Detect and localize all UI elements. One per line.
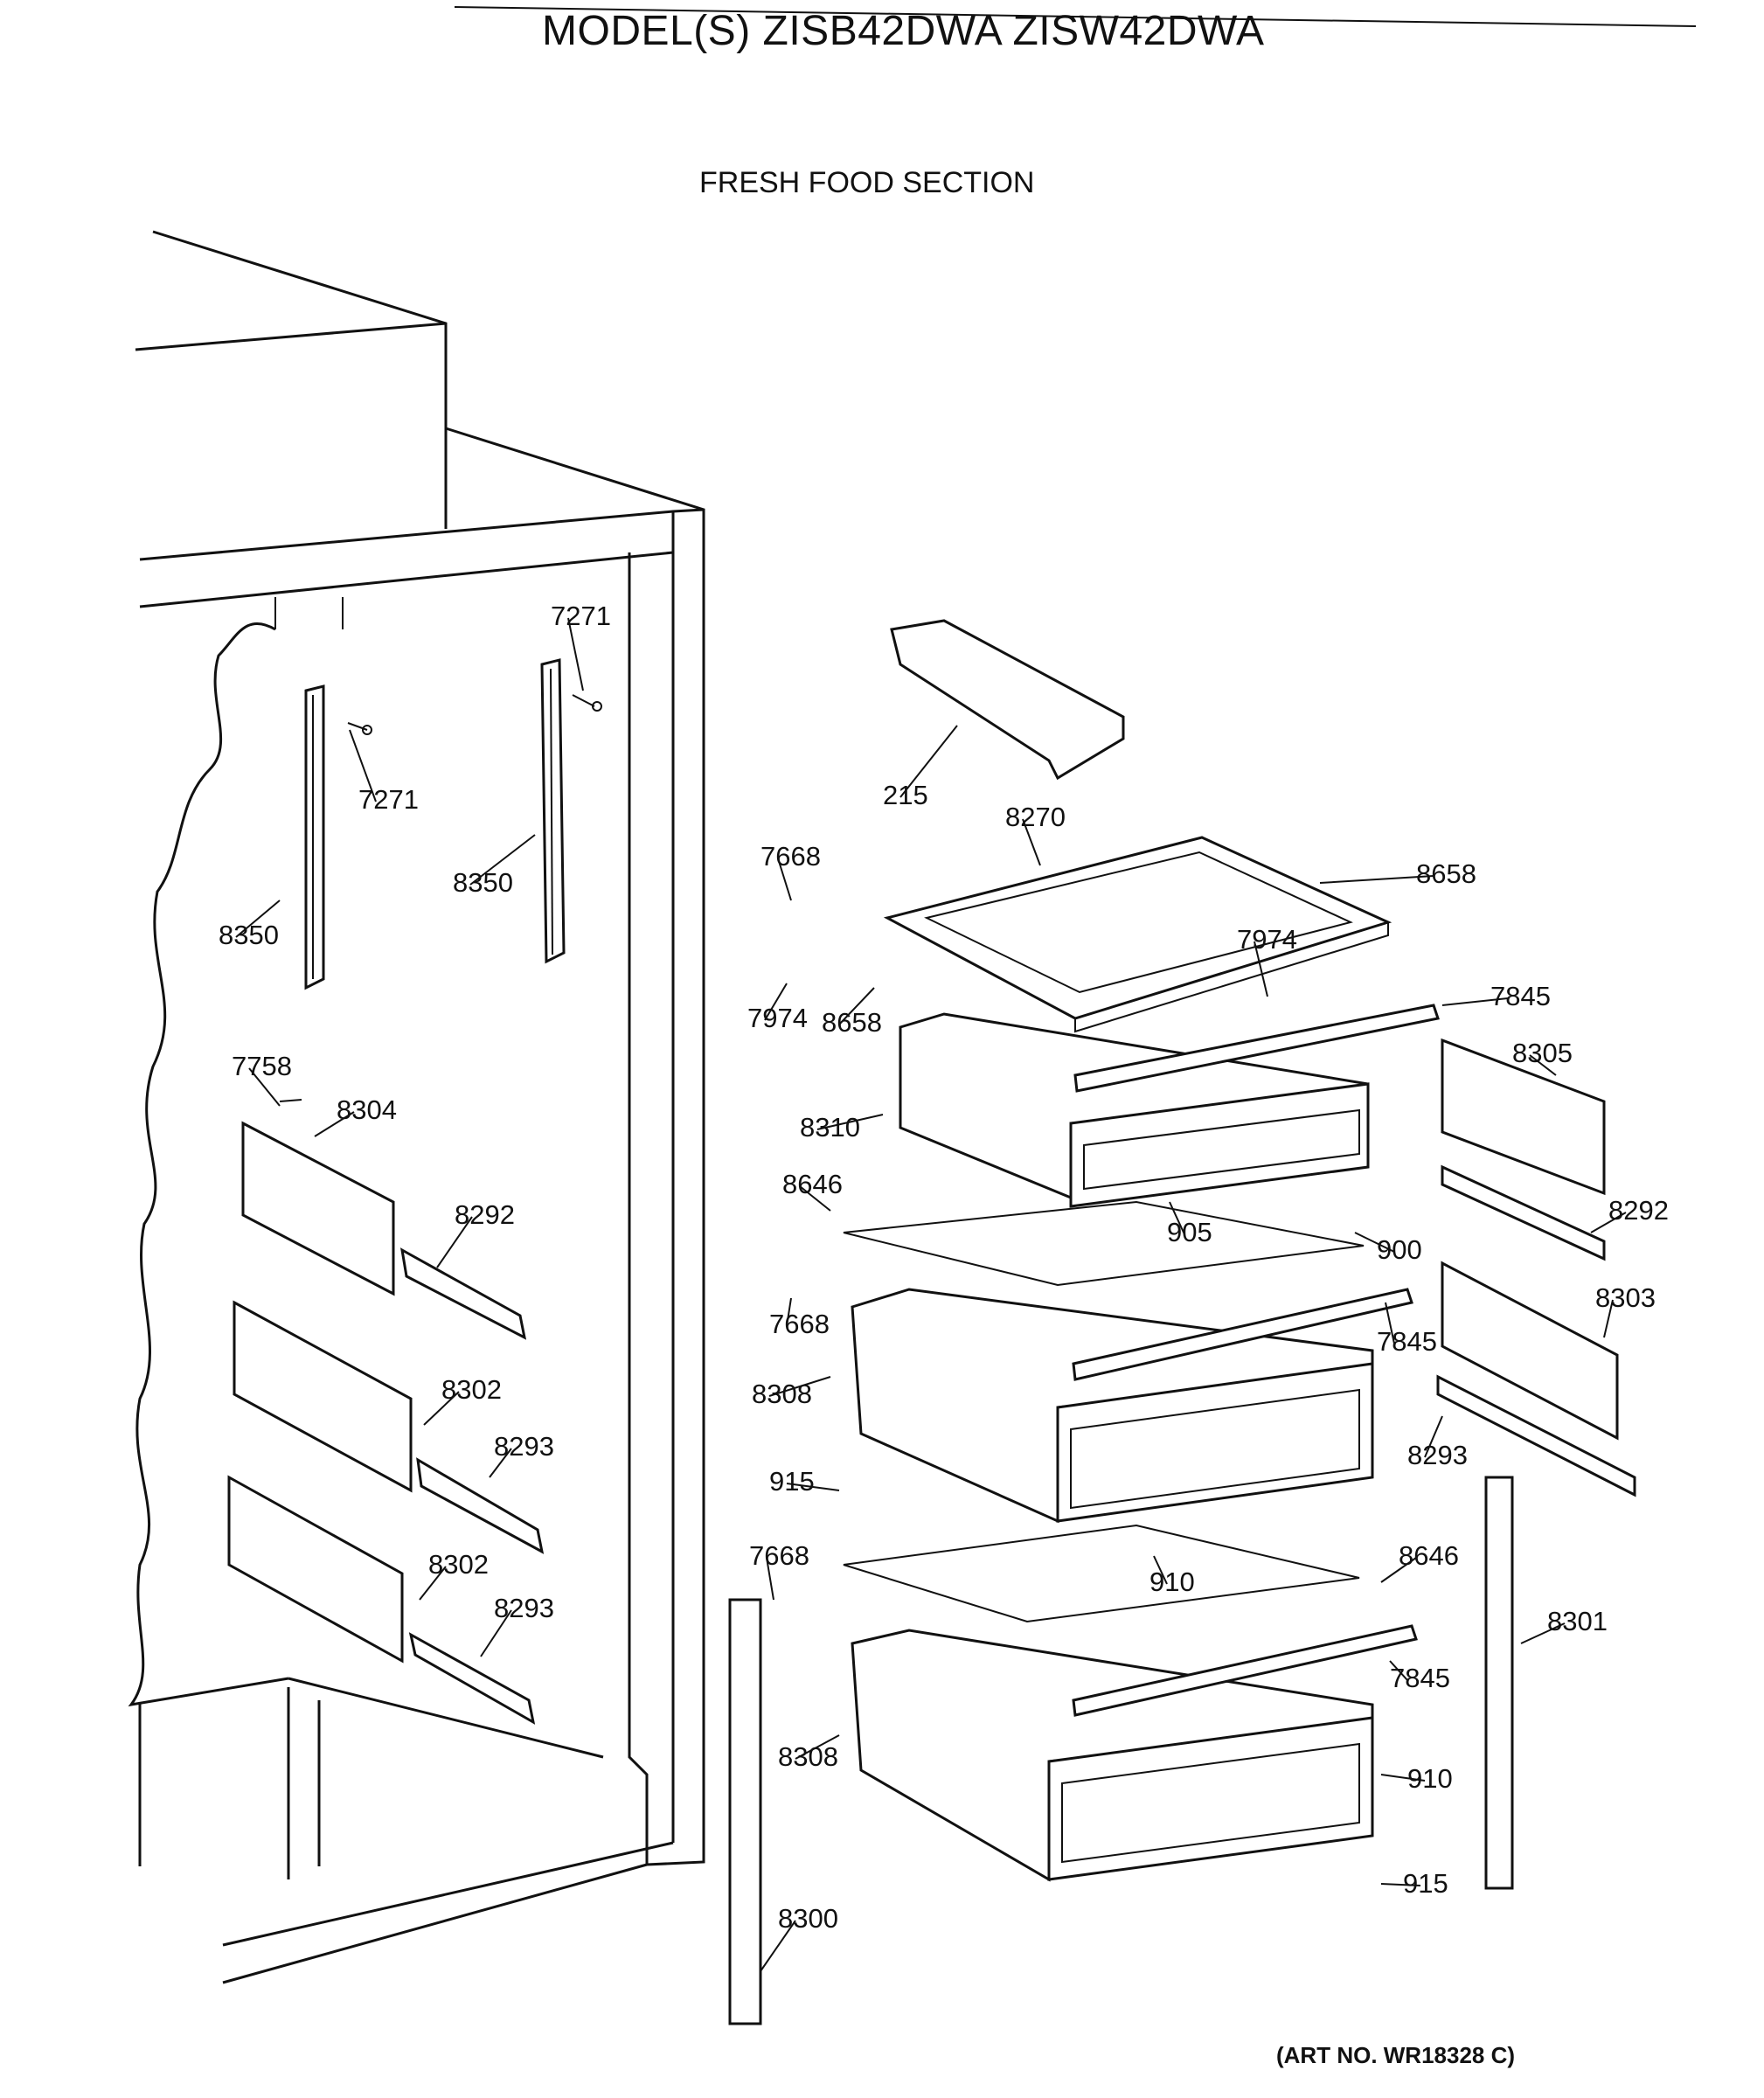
part-number-label: 8292 [1608,1195,1669,1226]
part-number-label: 8305 [1512,1038,1573,1068]
leader-line [1380,1557,1417,1583]
leader-line [436,1216,473,1268]
part-number-label: 8292 [455,1199,515,1230]
part-number-label: 7271 [551,601,611,631]
leader-line [766,1557,774,1601]
leader-line [838,987,875,1025]
part-number-label: 7845 [1490,981,1551,1011]
part-number-label: 7271 [358,784,419,815]
header-rule [454,6,1697,27]
leader-line [419,1566,447,1601]
leader-line [1169,1201,1185,1235]
dairy-bin [890,619,1125,781]
leader-line [469,834,536,886]
leader-line [799,1185,831,1212]
leader-line [760,1920,796,1972]
part-number-label: 900 [1377,1234,1422,1265]
part-number-label: 8301 [1547,1606,1608,1636]
part-number-label: 8308 [778,1741,838,1772]
part-number-label: 8658 [1416,858,1476,889]
part-number-label: 7758 [232,1051,292,1081]
upper-drawer [899,1012,1370,1208]
leader-line [777,858,792,901]
leader-line [1603,1299,1614,1338]
leader-line [816,1114,884,1130]
part-number-label: 8304 [337,1094,397,1125]
leader-line [1022,818,1041,866]
part-number-label: 8303 [1595,1282,1656,1313]
part-number-label: 7668 [749,1540,809,1571]
leader-line [489,1448,512,1478]
leader-line [1389,1660,1408,1681]
part-number-label: 8310 [800,1112,860,1143]
part-number-label: 7668 [760,841,821,872]
part-number-label: 7668 [769,1309,830,1339]
leader-line [1380,1883,1421,1886]
part-number-label: 8350 [453,867,513,898]
part-number-label: 915 [769,1466,815,1497]
part-number-label: 8293 [494,1431,554,1462]
leader-line [1354,1232,1395,1253]
part-number-label: 215 [883,780,928,810]
part-number-label: 905 [1167,1217,1212,1247]
part-number-label: 8293 [494,1593,554,1623]
part-number-label: 8302 [428,1549,489,1580]
leader-line [235,900,281,938]
leader-line [349,729,377,802]
leader-line [423,1391,460,1426]
leader-line [764,983,788,1021]
part-number-label: 915 [1403,1868,1448,1899]
part-number-label: 8646 [782,1169,843,1199]
part-number-label: 7974 [747,1003,808,1033]
part-number-label: 7974 [1237,924,1297,955]
leader-line [1254,941,1268,997]
drawer-covers [843,1200,1365,1623]
leader-line [248,1067,281,1107]
leader-line [1319,875,1434,884]
leader-line [795,1734,840,1760]
leader-line [1424,1415,1443,1458]
leader-line [314,1111,355,1137]
leader-line [786,1297,792,1327]
part-number-label: 910 [1407,1763,1453,1794]
cabinet-wall [128,230,705,1984]
part-number-label: 910 [1149,1567,1195,1597]
part-number-label: 8270 [1005,802,1066,832]
leader-line [1520,1622,1566,1644]
art-number: (ART NO. WR18328 C) [1276,2042,1516,2068]
part-number-label: 8300 [778,1903,838,1934]
leader-line [899,725,958,798]
leader-line [1529,1054,1557,1076]
part-number-label: 8646 [1399,1540,1459,1571]
glass-shelf [883,836,1392,1033]
section-title: FRESH FOOD SECTION [699,166,1035,199]
leader-line [1380,1774,1426,1782]
left-mounting-panels [227,1121,545,1725]
front-trims [1072,1004,1440,1717]
right-supports [728,1038,1636,2025]
lower-drawer [851,1629,1374,1882]
part-number-label: 8350 [219,920,279,950]
part-number-label: 7845 [1377,1326,1437,1357]
leader-line [1153,1555,1168,1585]
leader-line [567,617,584,691]
leader-line [786,1483,840,1491]
part-number-label: 8308 [752,1379,812,1409]
left-rails [279,658,602,1102]
part-number-label: 7845 [1390,1663,1450,1693]
middle-drawer [851,1288,1374,1524]
leader-line [768,1376,831,1397]
leader-line [1385,1302,1395,1344]
part-number-label: 8658 [822,1007,882,1038]
model-title: MODEL(S) ZISB42DWA ZISW42DWA [542,8,1265,54]
leader-line [1441,997,1509,1006]
part-labels: 7271727183508350775883048292830282938302… [219,601,1669,1972]
part-number-label: 8293 [1407,1440,1468,1470]
leader-line [1590,1212,1627,1233]
leader-line [480,1609,512,1657]
part-number-label: 8302 [441,1374,502,1405]
